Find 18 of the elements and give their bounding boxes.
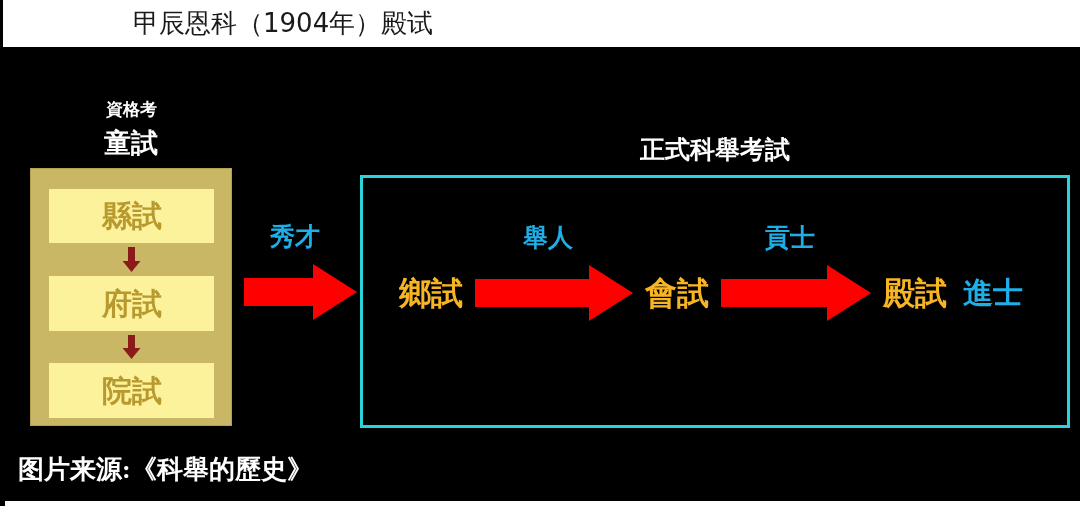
exam-label: 殿試 (883, 273, 947, 313)
exam-box: 府試 (49, 276, 214, 331)
exam-label: 會試 (645, 273, 709, 313)
edge-label: 舉人 (523, 223, 573, 253)
arrow (244, 264, 357, 320)
side-label: 進士 (963, 275, 1023, 311)
arrow (475, 265, 633, 321)
exam-label: 鄉試 (399, 273, 463, 313)
title: 甲辰恩科（1904年）殿试 (133, 7, 434, 40)
caption: 图片来源:《科舉的歷史》 (18, 454, 313, 486)
heading: 資格考 (105, 98, 157, 120)
edge-label: 貢士 (765, 223, 815, 253)
exam-box: 院試 (49, 363, 214, 418)
heading: 童試 (104, 126, 158, 160)
heading: 正式科舉考試 (640, 135, 790, 165)
exam-box: 縣試 (49, 189, 214, 243)
edge-label: 秀才 (269, 222, 320, 252)
arrow (721, 265, 871, 321)
